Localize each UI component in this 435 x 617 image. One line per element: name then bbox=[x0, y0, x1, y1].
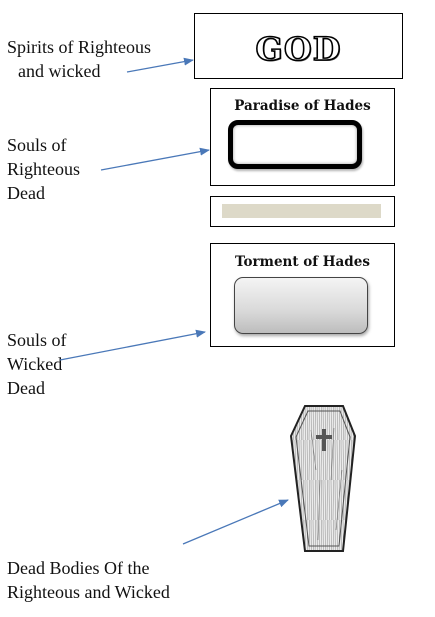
coffin-icon bbox=[289, 405, 357, 552]
arrow-souls-righteous bbox=[100, 147, 210, 171]
paradise-box: Paradise of Hades bbox=[210, 88, 395, 186]
label-souls-wicked-line3: Dead bbox=[7, 378, 45, 398]
arrow-spirits bbox=[126, 57, 194, 73]
arrow-souls-wicked bbox=[59, 329, 206, 361]
label-souls-righteous-line1: Souls of bbox=[7, 135, 67, 155]
label-spirits-line1: Spirits of Righteous bbox=[7, 37, 152, 57]
god-title: GOD bbox=[255, 29, 342, 69]
label-souls-righteous-line2: Righteous bbox=[7, 159, 81, 179]
label-souls-wicked-line2: Wicked bbox=[7, 354, 63, 374]
torment-title: Torment of Hades bbox=[235, 254, 370, 270]
label-souls-wicked-line1: Souls of bbox=[7, 330, 67, 350]
label-spirits: Spirits of Righteous and wicked bbox=[7, 35, 151, 83]
arrow-dead-bodies bbox=[182, 499, 289, 545]
label-dead-bodies-line1: Dead Bodies Of the bbox=[7, 558, 150, 578]
torment-inner-shape bbox=[234, 277, 368, 334]
god-box: GOD bbox=[194, 13, 403, 79]
gulf-bar bbox=[222, 204, 381, 218]
torment-box: Torment of Hades bbox=[210, 243, 395, 347]
paradise-title: Paradise of Hades bbox=[234, 98, 371, 114]
label-souls-wicked: Souls of Wicked Dead bbox=[7, 328, 67, 400]
label-souls-righteous-line3: Dead bbox=[7, 183, 45, 203]
coffin-cross-icon bbox=[316, 429, 332, 451]
label-souls-righteous: Souls of Righteous Dead bbox=[7, 133, 80, 205]
label-dead-bodies-line2: Righteous and Wicked bbox=[7, 582, 170, 602]
gulf-box bbox=[210, 196, 395, 227]
label-dead-bodies: Dead Bodies Of the Righteous and Wicked bbox=[7, 556, 170, 604]
paradise-inner-shape bbox=[228, 120, 362, 169]
label-spirits-line2: and wicked bbox=[18, 61, 101, 81]
